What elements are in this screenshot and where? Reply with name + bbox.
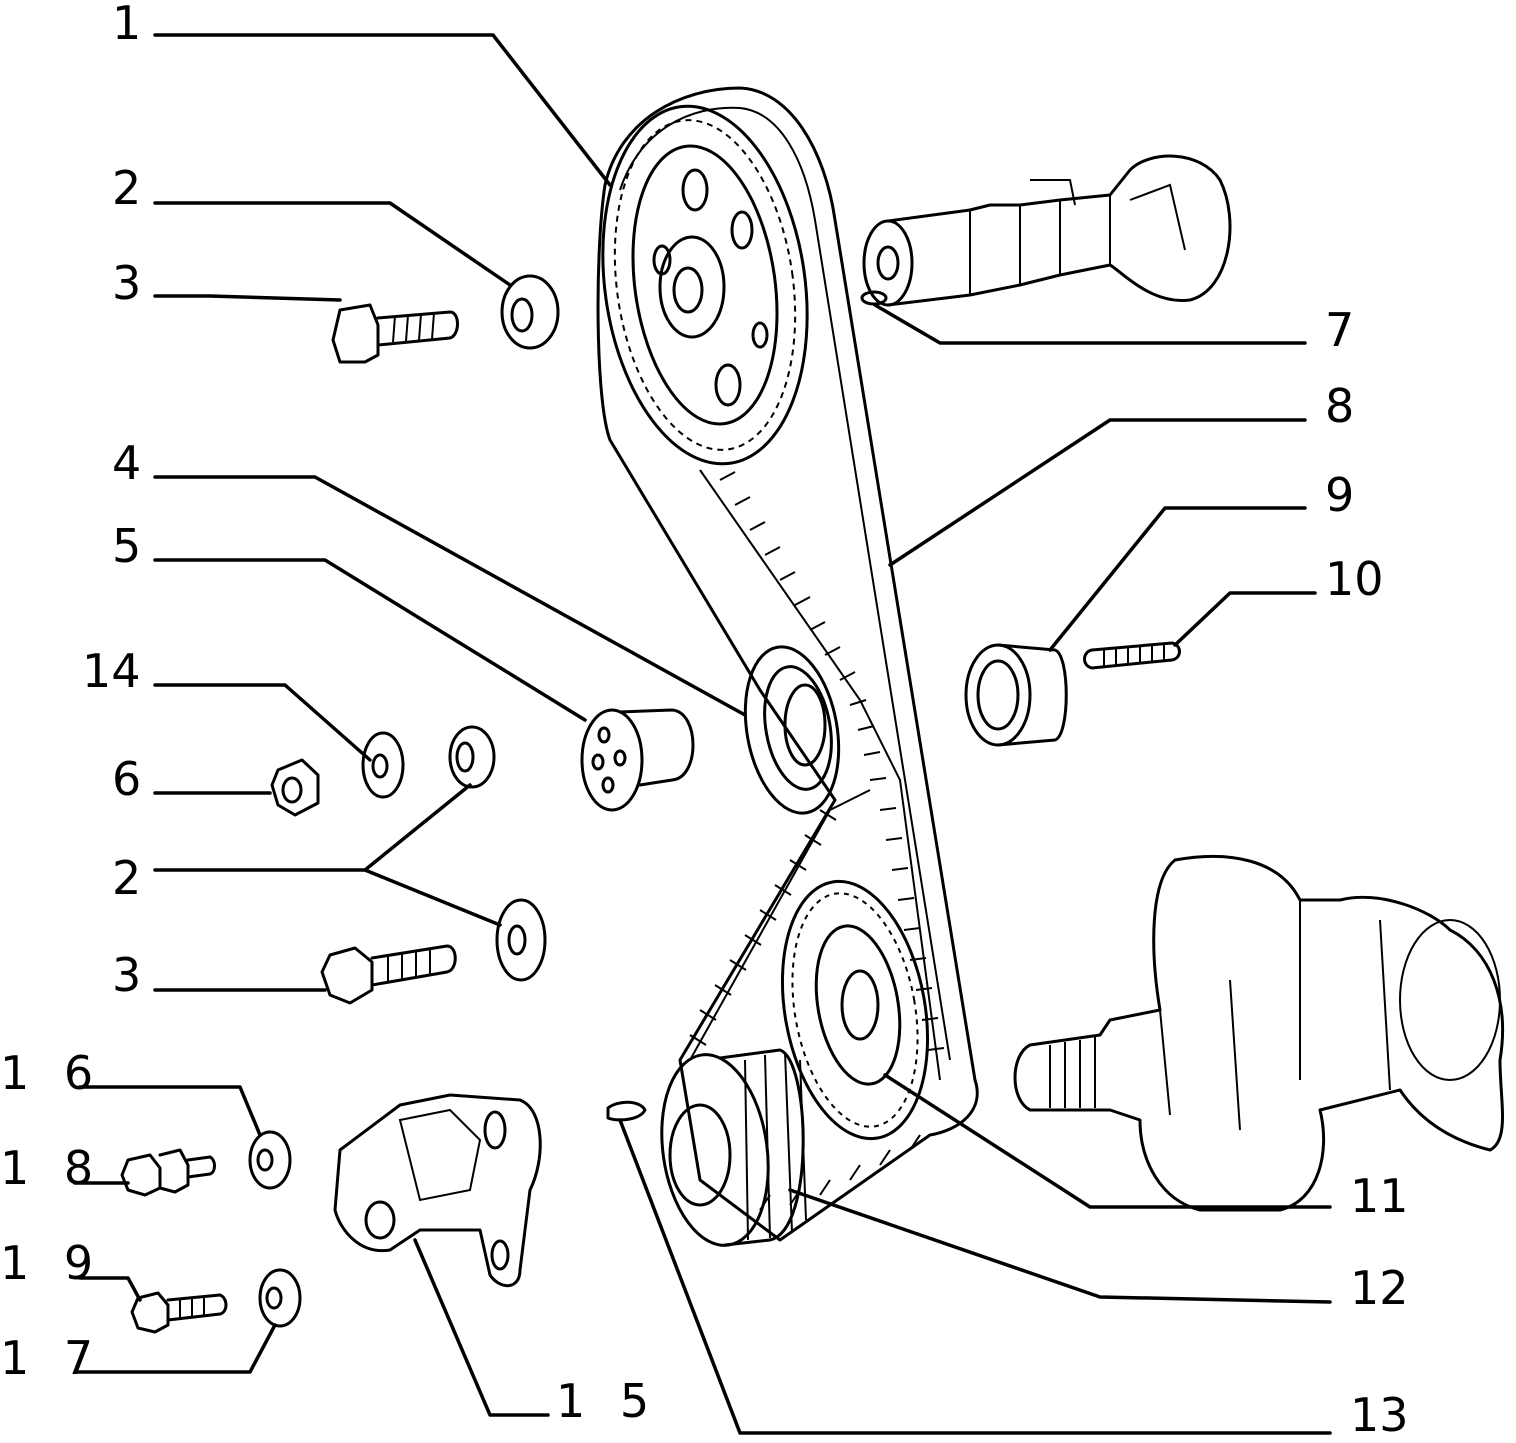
callout-14: 14 — [82, 644, 141, 698]
callout-17: 1 7 — [0, 1331, 104, 1385]
callout-19: 1 9 — [0, 1236, 104, 1290]
callout-9: 9 — [1325, 468, 1355, 522]
camshaft-pulley — [601, 104, 809, 466]
callout-15: 1 5 — [556, 1374, 660, 1428]
callout-8: 8 — [1325, 379, 1355, 433]
washer-upper — [500, 274, 560, 350]
callout-4: 4 — [112, 436, 142, 490]
callout-13: 13 — [1350, 1388, 1409, 1442]
callout-11: 11 — [1350, 1169, 1409, 1223]
callout-3-lower: 3 — [112, 948, 142, 1002]
tensioner-hub — [580, 708, 695, 812]
washer-17 — [258, 1268, 302, 1328]
leader-lines — [73, 33, 1332, 1435]
callout-10: 10 — [1325, 552, 1384, 606]
crankshaft-sprocket — [660, 1048, 807, 1247]
tensioner-pulley — [743, 645, 841, 815]
woodruff-key — [606, 1100, 647, 1122]
callout-6: 6 — [112, 752, 142, 806]
callout-2-lower: 2 — [112, 851, 142, 905]
bolt-upper — [331, 303, 459, 364]
bolt-18 — [120, 1148, 216, 1197]
callout-7: 7 — [1325, 303, 1355, 357]
camshaft — [860, 154, 1232, 307]
tensioner-bracket — [333, 1093, 542, 1288]
washer-14 — [361, 731, 405, 799]
idler-roller — [964, 643, 1068, 747]
bolt-19 — [130, 1291, 228, 1334]
callout-12: 12 — [1350, 1261, 1409, 1315]
callout-16: 1 6 — [0, 1046, 104, 1100]
washer-lower — [495, 898, 547, 982]
crankshaft — [1013, 854, 1505, 1212]
auxiliary-gear — [780, 879, 930, 1141]
stud — [1083, 641, 1181, 670]
callout-1: 1 — [112, 0, 142, 50]
nut — [270, 758, 320, 817]
callout-18: 1 8 — [0, 1141, 104, 1195]
washer-16 — [248, 1130, 292, 1190]
callout-2-upper: 2 — [112, 161, 142, 215]
callout-3-upper: 3 — [112, 256, 142, 310]
bolt-lower — [320, 944, 457, 1005]
callout-5: 5 — [112, 519, 142, 573]
spacer — [448, 725, 496, 789]
